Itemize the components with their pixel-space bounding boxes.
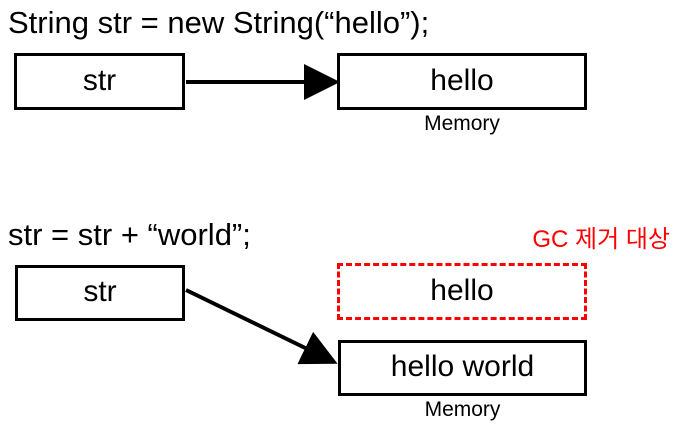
variable-box-label: str bbox=[83, 275, 117, 308]
object-box-label: hello world bbox=[390, 350, 535, 383]
variable-box-str-1: str bbox=[14, 53, 185, 110]
orphan-object-box-hello: hello bbox=[337, 263, 587, 320]
memory-label-2: Memory bbox=[424, 398, 501, 421]
memory-label-1: Memory bbox=[424, 112, 500, 135]
variable-box-label: str bbox=[82, 63, 117, 97]
arrow-str-to-hello-world bbox=[185, 288, 338, 365]
gc-removal-note: GC 제거 대상 bbox=[532, 226, 670, 253]
orphan-object-box-label: hello bbox=[430, 273, 494, 307]
object-box-label: hello bbox=[430, 63, 494, 97]
object-box-hello-1: hello bbox=[337, 53, 587, 110]
object-box-hello-world: hello world bbox=[338, 340, 587, 396]
variable-box-str-2: str bbox=[15, 265, 185, 321]
code-line-creation: String str = new String(“hello”); bbox=[8, 5, 430, 40]
code-line-concat: str = str + “world”; bbox=[8, 217, 251, 252]
